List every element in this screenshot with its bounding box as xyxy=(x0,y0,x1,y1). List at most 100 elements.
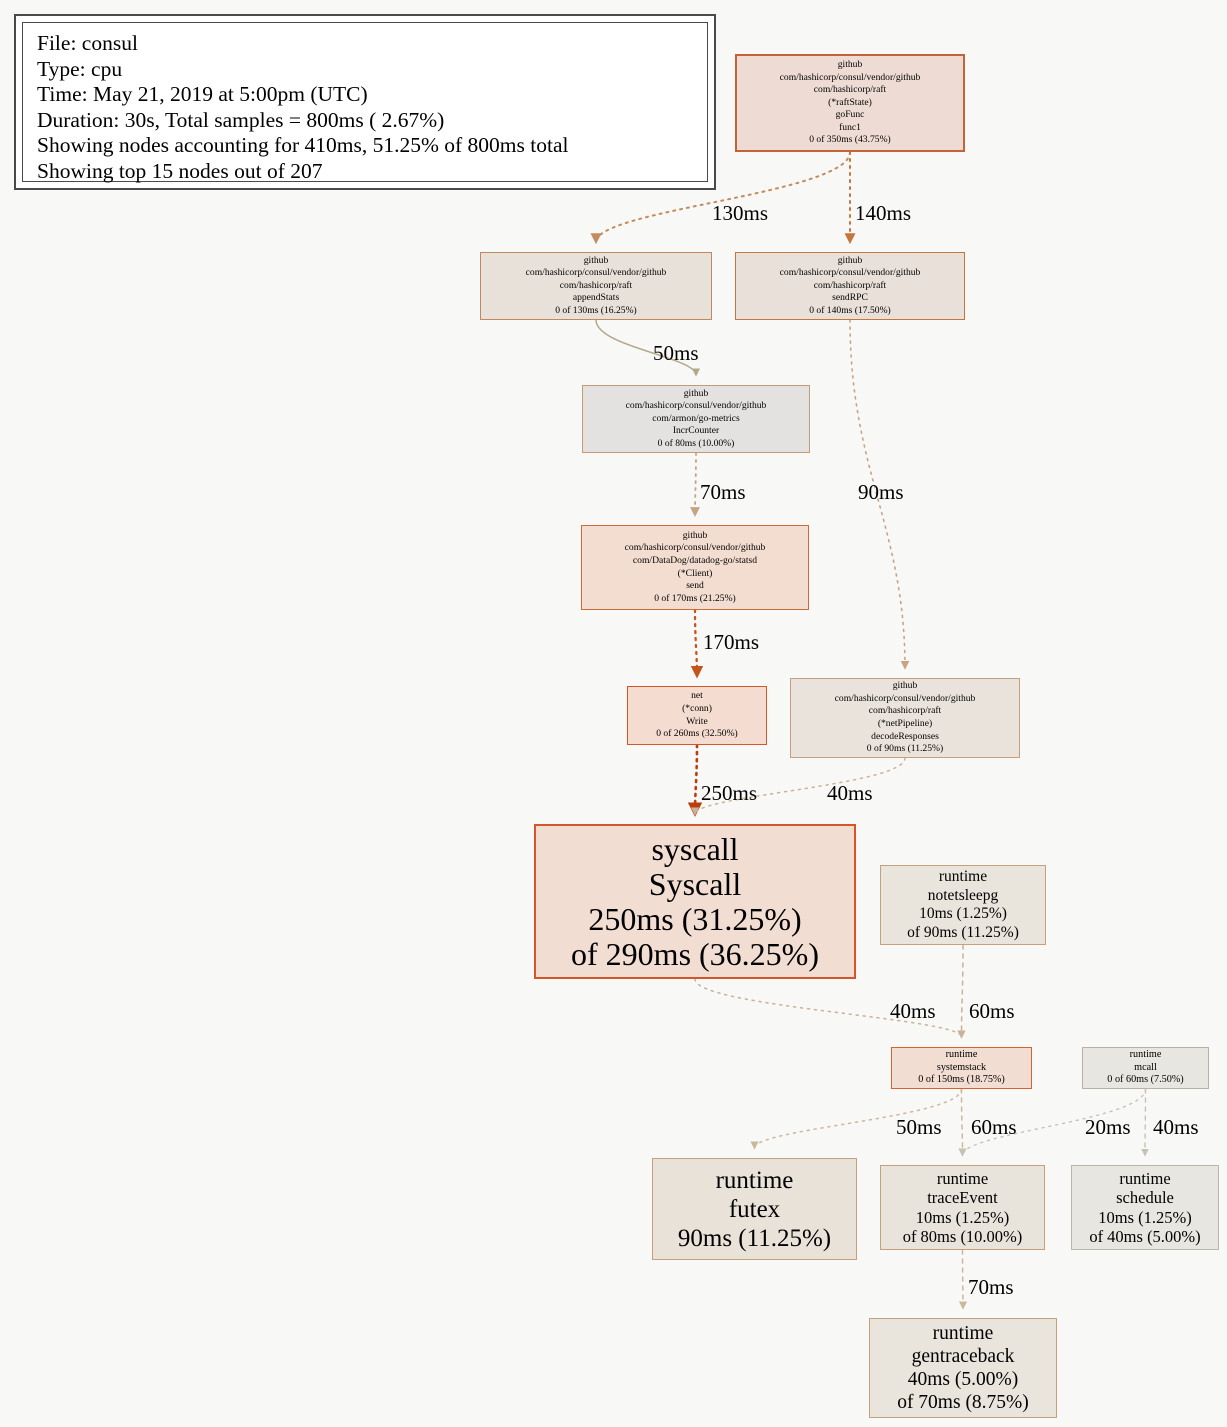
node-line: runtime xyxy=(932,1323,994,1344)
node-line: 90ms (11.25%) xyxy=(677,1224,832,1252)
node-line: 0 of 130ms (16.25%) xyxy=(555,304,637,316)
node-line: of 80ms (10.00%) xyxy=(902,1227,1023,1246)
node-line: com/hashicorp/consul/vendor/github xyxy=(779,71,921,83)
node-line: Write xyxy=(686,715,708,727)
edge-label-mcall-to-schedule: 40ms xyxy=(1153,1115,1199,1139)
edge-label-syscall-to-systemstack: 40ms xyxy=(890,999,936,1023)
legend-line-top-nodes: Showing top 15 nodes out of 207 xyxy=(37,158,323,183)
node-line: send xyxy=(686,580,704,592)
node-line: 0 of 80ms (10.00%) xyxy=(657,437,735,449)
legend-line-showing-nodes: Showing nodes accounting for 410ms, 51.2… xyxy=(37,133,569,157)
graph-edge-systemstack-to-futex xyxy=(750,1088,963,1150)
edge-label-systemstack-to-futex: 50ms xyxy=(896,1115,942,1139)
node-line: github xyxy=(683,387,709,399)
node-line: runtime xyxy=(715,1166,794,1194)
node-line: github xyxy=(892,680,918,692)
node-line: notetsleepg xyxy=(927,886,999,904)
graph-edge-netWrite-to-syscall xyxy=(687,743,703,817)
node-line: IncrCounter xyxy=(672,425,720,437)
edge-label-IncrCounter-to-send: 70ms xyxy=(700,480,746,504)
node-line: github xyxy=(837,58,863,70)
graph-edge-IncrCounter-to-send xyxy=(690,452,700,517)
node-line: runtime xyxy=(936,1168,989,1188)
edge-label-goFunc-to-sendRPC: 140ms xyxy=(855,201,912,225)
edge-label-send-to-netWrite: 170ms xyxy=(703,630,760,654)
node-line: (*Client) xyxy=(677,567,713,579)
edge-label-sendRPC-to-decodeResponses: 90ms xyxy=(858,480,904,504)
node-line: mcall xyxy=(1134,1061,1157,1073)
node-line: 0 of 170ms (21.25%) xyxy=(654,592,736,604)
node-line: github xyxy=(682,529,708,541)
edge-label-notetsleepg-to-systemstack: 60ms xyxy=(969,999,1015,1023)
graph-edge-goFunc-to-appendStats xyxy=(590,151,851,245)
graph-edge-decodeResponses-to-syscall xyxy=(690,757,906,816)
graph-edge-appendStats-to-IncrCounter xyxy=(595,319,701,377)
node-line: 0 of 90ms (11.25%) xyxy=(866,743,944,755)
node-line: goFunc xyxy=(835,109,865,121)
node-line: runtime xyxy=(1129,1048,1162,1060)
graph-edge-systemstack-to-traceEvent xyxy=(958,1088,967,1157)
node-line: systemstack xyxy=(936,1061,987,1073)
node-line: 0 of 260ms (32.50%) xyxy=(656,728,738,740)
legend-line-file: File: consul xyxy=(37,31,138,55)
node-line: net xyxy=(691,690,703,702)
node-line: func1 xyxy=(839,121,861,133)
profile-info-box: File: consul Type: cpu Time: May 21, 201… xyxy=(14,14,716,190)
node-line: 250ms (31.25%) xyxy=(588,900,802,937)
node-line: 10ms (1.25%) xyxy=(915,1207,1010,1227)
node-line: 0 of 150ms (18.75%) xyxy=(918,1074,1005,1086)
node-line: (*netPipeline) xyxy=(877,718,933,729)
node-line: github xyxy=(837,254,863,266)
node-line: traceEvent xyxy=(927,1188,998,1207)
node-line: com/DataDog/datadog-go/statsd xyxy=(632,554,758,566)
graph-edge-notetsleepg-to-systemstack xyxy=(957,944,966,1039)
node-line: (*conn) xyxy=(682,702,712,714)
node-line: gentraceback xyxy=(911,1346,1015,1367)
node-line: runtime xyxy=(1119,1168,1171,1188)
node-line: 10ms (1.25%) xyxy=(1098,1207,1192,1227)
graph-edge-traceEvent-to-gentraceback xyxy=(958,1249,968,1310)
edge-label-appendStats-to-IncrCounter: 50ms xyxy=(653,341,699,365)
node-line: syscall xyxy=(651,830,739,867)
node-line: com/hashicorp/raft xyxy=(868,705,942,717)
node-line: sendRPC xyxy=(832,292,868,304)
node-line: (*raftState) xyxy=(828,96,872,108)
node-line: appendStats xyxy=(572,292,620,304)
node-line: com/hashicorp/consul/vendor/github xyxy=(779,267,921,279)
edge-label-decodeResponses-to-syscall: 40ms xyxy=(827,781,873,805)
edge-label-goFunc-to-appendStats: 130ms xyxy=(712,201,769,225)
node-line: com/hashicorp/consul/vendor/github xyxy=(525,267,667,279)
node-line: schedule xyxy=(1116,1188,1174,1207)
node-line: of 40ms (5.00%) xyxy=(1089,1227,1201,1246)
node-line: 0 of 60ms (7.50%) xyxy=(1107,1074,1184,1086)
node-line: com/hashicorp/consul/vendor/github xyxy=(834,692,976,704)
node-line: 10ms (1.25%) xyxy=(919,905,1007,922)
node-line: com/armon/go-metrics xyxy=(652,412,740,424)
edge-label-netWrite-to-syscall: 250ms xyxy=(701,781,758,805)
node-line: com/hashicorp/consul/vendor/github xyxy=(624,542,766,554)
node-line: of 290ms (36.25%) xyxy=(571,935,819,972)
node-line: runtime xyxy=(938,868,988,885)
node-line: com/hashicorp/raft xyxy=(813,279,887,291)
legend-line-type: Type: cpu xyxy=(37,56,123,81)
node-line: 0 of 350ms (43.75%) xyxy=(809,134,891,146)
node-line: runtime xyxy=(945,1048,978,1060)
graph-edge-sendRPC-to-decodeResponses xyxy=(849,319,910,670)
node-line: decodeResponses xyxy=(871,730,939,742)
node-line: of 70ms (8.75%) xyxy=(897,1392,1029,1413)
